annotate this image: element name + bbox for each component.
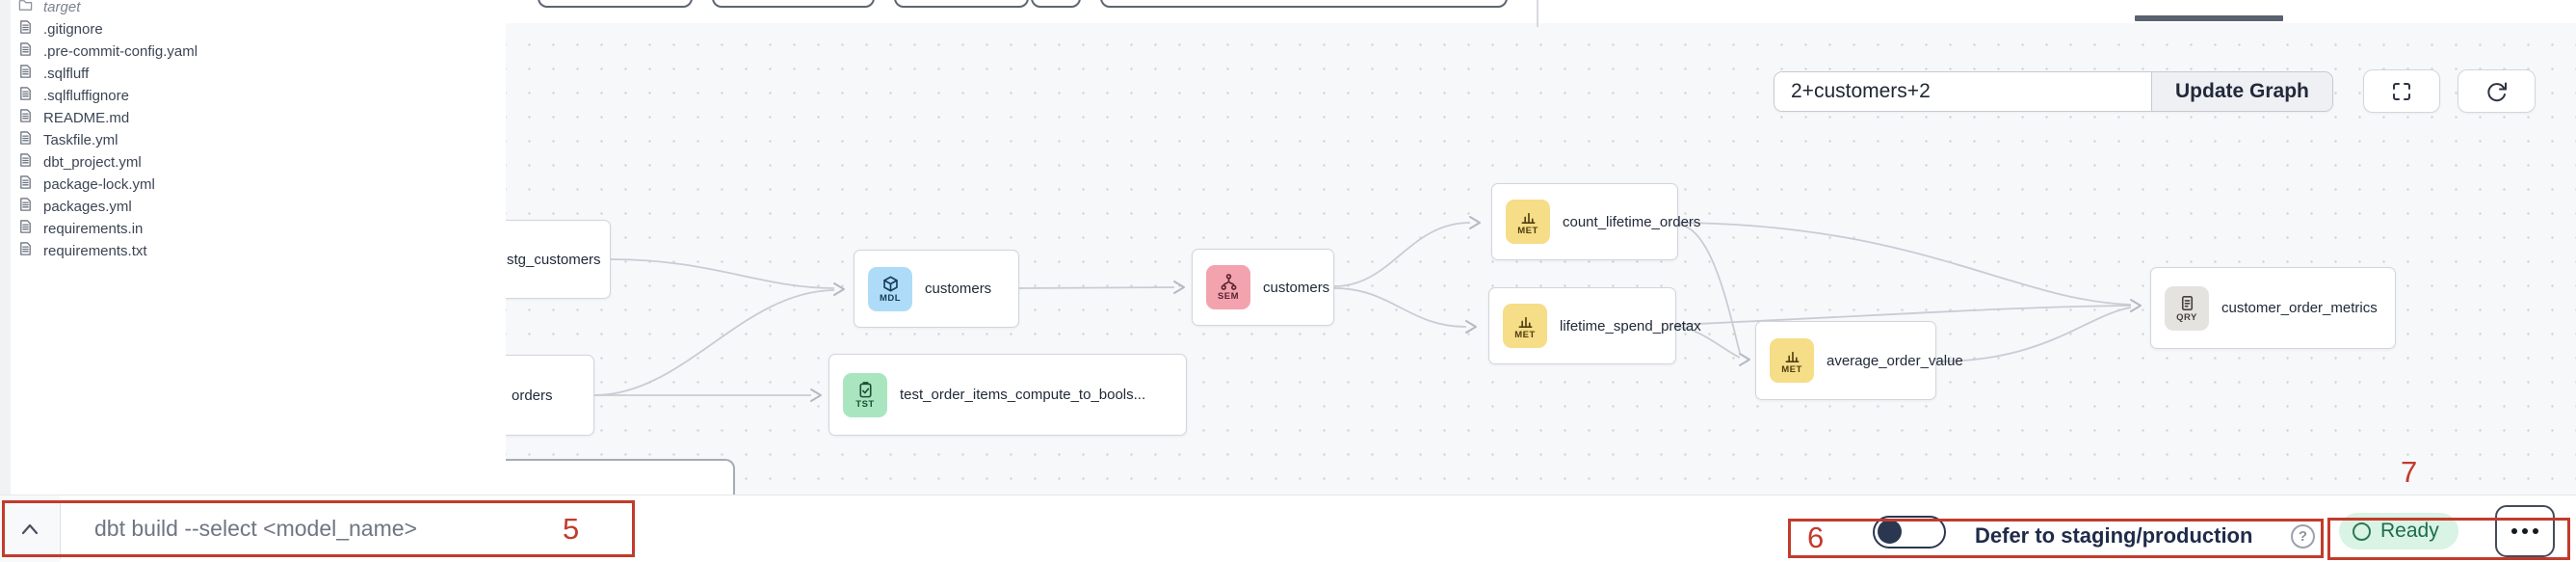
active-tab-indicator <box>2135 15 2283 21</box>
file-item[interactable]: requirements.in <box>11 218 500 240</box>
file-label: package-lock.yml <box>43 176 155 193</box>
file-label: requirements.txt <box>43 243 147 259</box>
node-label: count_lifetime_orders <box>1563 213 1701 230</box>
chevron-up-icon <box>21 523 39 534</box>
mdl-icon: MDL <box>868 266 912 311</box>
node-label: lifetime_spend_pretax <box>1560 317 1701 335</box>
overflow-menu-button[interactable] <box>2495 505 2555 557</box>
expand-command-panel-button[interactable] <box>0 495 60 562</box>
folder-icon <box>18 0 33 17</box>
command-bar-divider <box>60 501 61 559</box>
refresh-button[interactable] <box>2458 69 2536 113</box>
node-label: customer_order_metrics <box>2221 300 2378 316</box>
file-icon <box>18 86 33 106</box>
file-label: requirements.in <box>43 221 144 237</box>
file-icon <box>18 219 33 239</box>
command-input[interactable]: dbt build --select <model_name> <box>94 516 417 541</box>
node-label: orders <box>512 387 553 404</box>
file-icon <box>18 41 33 62</box>
file-item[interactable]: .sqlfluffignore <box>11 85 500 107</box>
status-badge[interactable]: Ready <box>2339 513 2458 549</box>
status-text: Ready <box>2380 520 2439 542</box>
sidebar-gutter <box>0 0 11 495</box>
ellipsis-icon <box>2511 528 2517 534</box>
file-icon <box>18 197 33 217</box>
file-item[interactable]: .pre-commit-config.yaml <box>11 40 500 63</box>
toggle-knob <box>1878 520 1902 544</box>
file-item[interactable]: requirements.txt <box>11 240 500 262</box>
lineage-node-customer_order_metrics[interactable]: QRY customer_order_metrics <box>2150 267 2396 349</box>
status-ring-icon <box>2353 522 2371 541</box>
sem-icon: SEM <box>1206 265 1250 309</box>
node-label: customers <box>1263 279 1330 296</box>
update-graph-button[interactable]: Update Graph <box>2151 72 2332 111</box>
ellipsis-icon <box>2533 528 2538 534</box>
defer-label: Defer to staging/production <box>1975 523 2253 548</box>
defer-toggle[interactable] <box>1873 516 1946 549</box>
lineage-node-customers_model[interactable]: MDL customers <box>854 250 1019 328</box>
file-label: dbt_project.yml <box>43 154 142 171</box>
lineage-node-average_order_value[interactable]: MET average_order_value <box>1755 321 1963 400</box>
node-label: average_order_value <box>1827 352 1963 369</box>
file-label: Taskfile.yml <box>43 132 118 148</box>
toolbar-button-stub[interactable] <box>1031 0 1081 8</box>
file-icon <box>18 64 33 84</box>
toolbar-divider <box>1537 0 1538 27</box>
ellipsis-icon <box>2522 528 2528 534</box>
file-item[interactable]: .sqlfluff <box>11 63 500 85</box>
bottom-command-bar: dbt build --select <model_name> <box>0 495 2576 562</box>
file-label: target <box>43 0 81 15</box>
node-label: customers <box>925 281 992 297</box>
file-label: .sqlfluffignore <box>43 88 129 104</box>
met-icon: MET <box>1503 304 1547 348</box>
node-label: test_order_items_compute_to_bools... <box>900 387 1146 403</box>
met-icon: MET <box>1770 338 1814 383</box>
folder-item[interactable]: target <box>11 0 500 18</box>
file-item[interactable]: package-lock.yml <box>11 174 500 196</box>
file-item[interactable]: .gitignore <box>11 18 500 40</box>
file-label: README.md <box>43 110 130 126</box>
qry-icon: QRY <box>2165 285 2209 331</box>
node-label: stg_customers <box>507 251 601 268</box>
file-item[interactable]: packages.yml <box>11 196 500 218</box>
file-explorer-panel: target .gitignore .pre-commit-config.yaml.… <box>0 0 506 495</box>
file-label: .sqlfluff <box>43 66 90 82</box>
lineage-selector-group: 2+customers+2 Update Graph <box>1774 71 2333 112</box>
lineage-node-lifetime_spend_pretax[interactable]: MET lifetime_spend_pretax <box>1488 287 1701 364</box>
lineage-node-count_lifetime_orders[interactable]: MET count_lifetime_orders <box>1491 183 1700 260</box>
refresh-icon <box>2486 82 2507 101</box>
file-item[interactable]: dbt_project.yml <box>11 151 500 174</box>
file-icon <box>18 152 33 173</box>
file-label: .gitignore <box>43 21 103 38</box>
fullscreen-button[interactable] <box>2363 69 2440 113</box>
file-icon <box>18 241 33 261</box>
met-icon: MET <box>1506 200 1550 244</box>
file-label: packages.yml <box>43 199 132 215</box>
toolbar-button-stub[interactable] <box>712 0 875 8</box>
selector-input[interactable]: 2+customers+2 <box>1774 72 2151 111</box>
toolbar-button-stub[interactable] <box>894 0 1029 8</box>
toolbar-button-stub[interactable] <box>538 0 693 8</box>
lineage-node-test_order_items_compute_to_bools[interactable]: TST test_order_items_compute_to_bools... <box>828 354 1187 436</box>
help-icon[interactable]: ? <box>2291 524 2315 549</box>
file-icon <box>18 108 33 128</box>
tst-icon: TST <box>843 372 887 417</box>
file-label: .pre-commit-config.yaml <box>43 43 198 60</box>
file-icon <box>18 130 33 150</box>
file-icon <box>18 19 33 40</box>
file-item[interactable]: README.md <box>11 107 500 129</box>
file-icon <box>18 174 33 195</box>
lineage-node-customers_semantic[interactable]: SEM customers <box>1192 249 1334 326</box>
file-item[interactable]: Taskfile.yml <box>11 129 500 151</box>
fullscreen-icon <box>2393 82 2410 100</box>
toolbar-button-stub[interactable] <box>1100 0 1508 8</box>
